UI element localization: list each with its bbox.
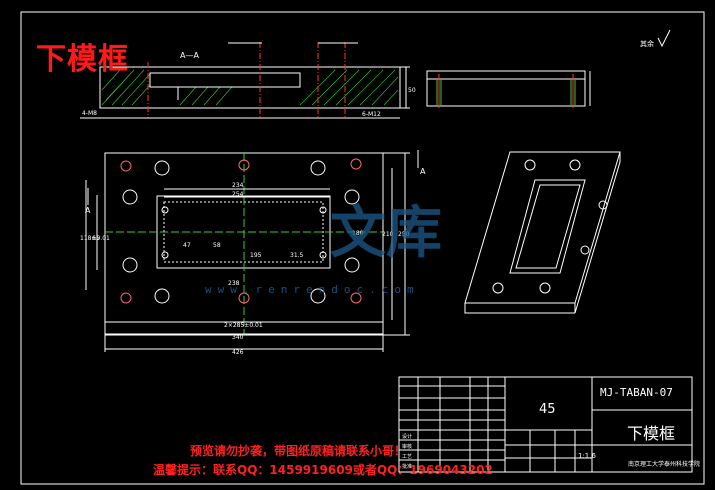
- part-name: 下模框: [627, 424, 676, 443]
- view-marker-left: A: [85, 206, 91, 215]
- dim-58: 58: [213, 242, 221, 249]
- side-view: [426, 70, 591, 108]
- dim-2x285: 2×285±0.01: [224, 322, 263, 329]
- section-view-aa: [80, 42, 410, 119]
- watermark-url: www.renrendoc.com: [205, 283, 420, 296]
- watermark-logo: 文库: [330, 201, 442, 266]
- dim-65: 65: [92, 235, 100, 242]
- dim-254: 254: [232, 191, 244, 198]
- dim-426: 426: [232, 349, 244, 356]
- tb-label-design: 设计: [402, 433, 412, 440]
- dim-height-50: 50: [408, 87, 416, 94]
- tb-label-process: 工艺: [402, 454, 412, 460]
- roughness-note: 其余: [640, 39, 654, 48]
- title-block: [398, 376, 693, 473]
- isometric-view: [464, 151, 621, 314]
- sheet-frame: [20, 11, 705, 485]
- dim-250: 250: [398, 231, 410, 238]
- section-label: A—A: [180, 51, 199, 60]
- dim-195: 195: [250, 252, 262, 259]
- drawing-code: MJ-TABAN-07: [600, 386, 673, 399]
- dim-180: 180: [352, 230, 364, 237]
- dim-340: 340: [232, 334, 244, 341]
- plan-holes: [120, 158, 362, 304]
- dim-31-5: 31.5: [290, 252, 304, 259]
- dim-118: 118±0.01: [80, 235, 110, 242]
- tb-label-review: 审核: [402, 443, 412, 450]
- dim-210: 210: [382, 231, 394, 238]
- tb-label-approve: 批准: [402, 463, 412, 470]
- watermark-line-2: 温馨提示：联系QQ：1459919609或者QQ：1969043202: [153, 463, 493, 477]
- watermark-line-1: 预览请勿抄袭，带图纸原稿请联系小哥！: [190, 444, 407, 458]
- dim-234: 234: [232, 182, 244, 189]
- roughness-symbol: [657, 29, 671, 48]
- material: 45: [539, 402, 556, 417]
- dim-4m8: 4-M8: [82, 110, 97, 117]
- dim-6m12: 6-M12: [362, 111, 381, 118]
- dim-47: 47: [183, 242, 191, 249]
- drawing-title: 下模框: [36, 42, 129, 77]
- plan-view: [85, 150, 419, 352]
- school-name: 南京理工大学泰州科技学院: [628, 461, 701, 468]
- scale: 1:1.6: [578, 452, 596, 460]
- dim-238: 238: [228, 280, 240, 287]
- view-marker-right: A: [420, 167, 426, 176]
